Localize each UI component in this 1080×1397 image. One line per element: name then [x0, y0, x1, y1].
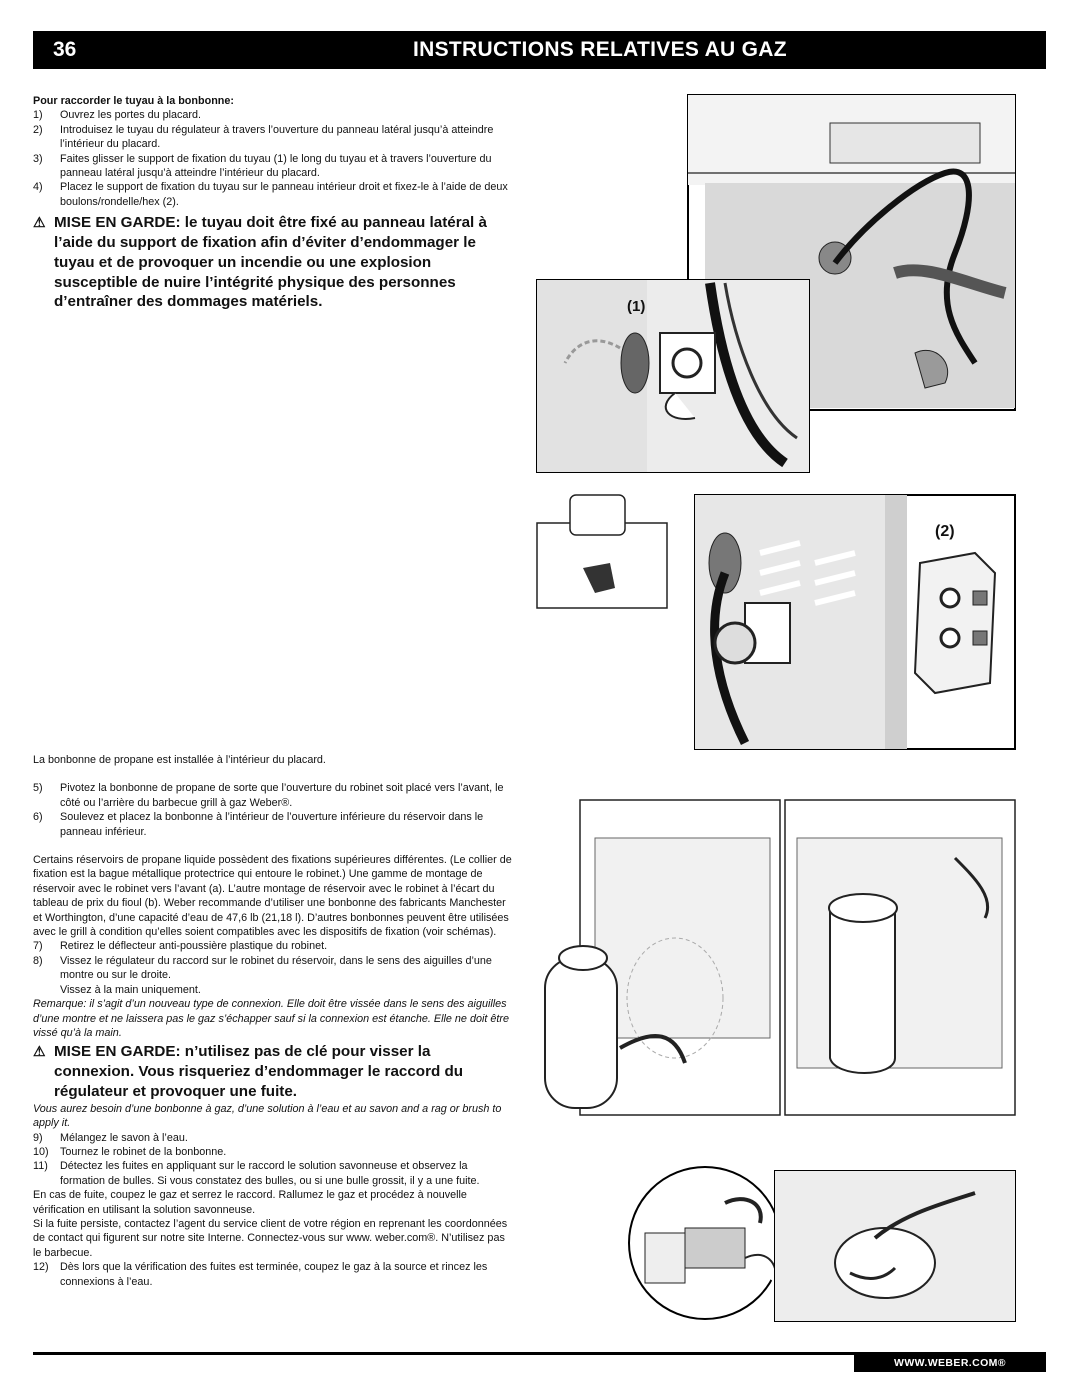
leak-test-figure	[625, 1163, 1017, 1323]
warning-block: ⚠ MISE EN GARDE: le tuyau doit être fixé…	[33, 214, 487, 311]
tank-placement-figure	[535, 798, 1017, 1118]
remark-text: Remarque: il s’agit d’un nouveau type de…	[33, 998, 509, 1039]
page-number: 36	[53, 38, 77, 61]
list-item: 10)Tournez le robinet de la bonbonne.	[33, 1145, 227, 1158]
page-header: 36 INSTRUCTIONS RELATIVES AU GAZ	[33, 31, 1046, 69]
footer-rule	[33, 1352, 1046, 1355]
hand-tighten-note: Vissez à la main uniquement.	[60, 983, 201, 996]
warning-block: ⚠ MISE EN GARDE: n’utilisez pas de clé p…	[33, 1043, 464, 1100]
list-item: 6)Soulevez et placez la bonbonne à l’int…	[33, 811, 484, 838]
list-item: 3)Faites glisser le support de fixation …	[33, 152, 492, 180]
note-paragraph: Certains réservoirs de propane liquide p…	[33, 854, 512, 939]
list-item: 11)Détectez les fuites en appliquant sur…	[33, 1160, 480, 1187]
intro-text: La bonbonne de propane est installée à l…	[33, 754, 326, 766]
soap-note: Vous aurez besoin d’une bonbonne à gaz, …	[33, 1102, 502, 1130]
hose-instructions: Pour raccorder le tuyau à la bonbonne: 1…	[33, 94, 513, 312]
list-item: 12)Dès lors que la vérification des fuit…	[33, 1261, 488, 1288]
tank-instructions: La bonbonne de propane est installée à l…	[33, 753, 513, 1289]
callout-label: (1)	[627, 298, 646, 315]
list-item: 7)Retirez le déflecteur anti-poussière p…	[33, 940, 328, 953]
list-item: 5)Pivotez la bonbonne de propane de sort…	[33, 782, 504, 809]
callout-label: (2)	[935, 523, 955, 540]
warning-triangle-icon: ⚠	[33, 1043, 46, 1060]
section-subtitle: Pour raccorder le tuyau à la bonbonne:	[33, 95, 234, 107]
footer-url[interactable]: WWW.WEBER.COM®	[854, 1355, 1046, 1372]
list-item: 9)Mélangez le savon à l’eau.	[33, 1131, 188, 1144]
list-item: 8)Vissez le régulateur du raccord sur le…	[33, 954, 492, 982]
leak-paragraph: En cas de fuite, coupez le gaz et serrez…	[33, 1189, 467, 1216]
warning-triangle-icon: ⚠	[33, 214, 46, 231]
bracket-mounting-figure: (2)	[535, 493, 1017, 751]
leak-paragraph: Si la fuite persiste, contactez l’agent …	[33, 1217, 508, 1259]
list-item: 2)Introduisez le tuyau du régulateur à t…	[33, 123, 494, 151]
list-item: 1)Ouvrez les portes du placard.	[33, 109, 202, 122]
page-title: INSTRUCTIONS RELATIVES AU GAZ	[413, 38, 787, 61]
hose-routing-figure: (1)	[535, 93, 1017, 481]
list-item: 4)Placez le support de fixation du tuyau…	[33, 181, 508, 208]
